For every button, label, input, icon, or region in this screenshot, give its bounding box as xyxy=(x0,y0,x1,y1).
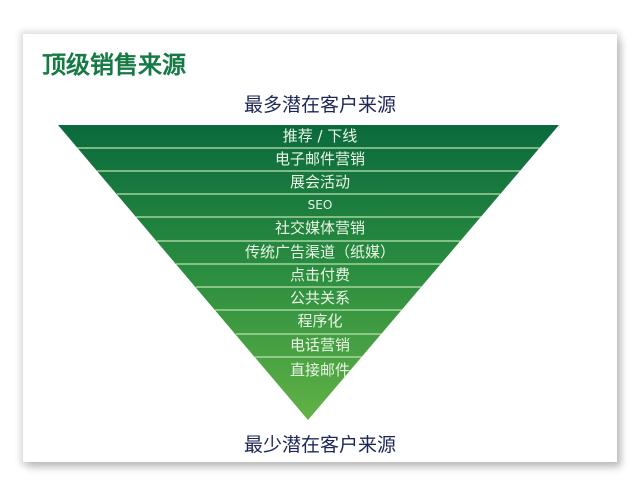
funnel-row-pr: 公共关系 xyxy=(289,289,350,307)
funnel-row-trade-shows: 展会活动 xyxy=(289,173,350,191)
funnel-row-email-marketing: 电子邮件营销 xyxy=(274,150,365,168)
funnel-row-programmatic: 程序化 xyxy=(297,312,343,330)
slide-title: 顶级销售来源 xyxy=(42,51,186,79)
funnel-triangle xyxy=(58,125,559,420)
least-leads-label: 最少潜在客户来源 xyxy=(243,434,396,456)
funnel-row-direct-mail: 直接邮件 xyxy=(289,361,350,379)
funnel-row-traditional-ads: 传统广告渠道（纸媒） xyxy=(244,243,395,261)
funnel-row-referral: 推荐 / 下线 xyxy=(282,127,358,145)
funnel-row-ppc: 点击付费 xyxy=(289,266,350,284)
funnel-row-social-media: 社交媒体营销 xyxy=(274,219,365,237)
funnel-row-seo: SEO xyxy=(307,198,333,212)
funnel-separators xyxy=(77,147,540,358)
funnel-row-telemarketing: 电话营销 xyxy=(289,336,350,354)
most-leads-label: 最多潜在客户来源 xyxy=(243,94,396,116)
